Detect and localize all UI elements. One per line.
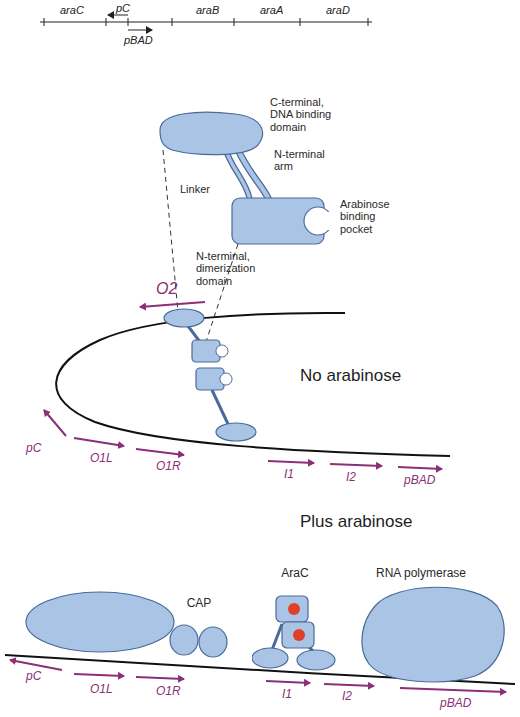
site-arrow bbox=[268, 461, 314, 463]
site-label: I1 bbox=[284, 468, 294, 481]
annotation: Linker bbox=[180, 183, 210, 195]
site-label: pBAD bbox=[440, 697, 471, 710]
site-label: pC bbox=[26, 442, 41, 455]
linker bbox=[272, 624, 282, 650]
dna-binding-domain bbox=[252, 648, 288, 668]
promoter-arrow bbox=[108, 15, 128, 16]
site-arrow bbox=[140, 302, 205, 307]
annotation: N-terminal, dimerization domain bbox=[196, 250, 278, 287]
site-arrow bbox=[74, 674, 124, 676]
map-tick bbox=[106, 18, 107, 26]
dimerization-domain bbox=[276, 596, 308, 622]
annotation: Plus arabinose bbox=[300, 512, 412, 531]
gene-label: araA bbox=[260, 4, 283, 16]
map-tick bbox=[300, 18, 301, 26]
site-arrow bbox=[44, 410, 66, 436]
site-arrow bbox=[330, 464, 382, 466]
map-tick bbox=[234, 18, 235, 26]
linker-outline bbox=[238, 150, 268, 198]
site-arrow bbox=[136, 449, 184, 455]
site-arrow bbox=[136, 677, 184, 679]
site-label: O2 bbox=[156, 280, 177, 298]
gene-label: araD bbox=[326, 4, 350, 16]
arm bbox=[225, 148, 250, 200]
pocket-opening bbox=[321, 212, 333, 230]
map-tick bbox=[172, 18, 173, 26]
site-label: pC bbox=[26, 670, 41, 683]
protein-blob: AraC bbox=[252, 566, 338, 672]
site-label: O1R bbox=[156, 685, 181, 698]
arabinose bbox=[293, 629, 305, 641]
dimerization-domain bbox=[192, 340, 220, 362]
arm-outline bbox=[225, 148, 250, 200]
gene-label: araC bbox=[60, 4, 84, 16]
protein-name: RNA polymerase bbox=[335, 566, 507, 580]
annotation: N-terminal arm bbox=[274, 148, 336, 173]
dna-loop bbox=[56, 313, 450, 456]
site-arrow bbox=[398, 467, 442, 469]
site-label: I2 bbox=[342, 690, 352, 703]
map-tick bbox=[368, 18, 369, 26]
cap-subunit bbox=[170, 625, 198, 655]
site-arrow bbox=[324, 684, 374, 686]
cap-subunit bbox=[199, 627, 227, 657]
arabinose bbox=[288, 603, 300, 615]
promoter-arrow bbox=[128, 30, 152, 31]
site-arrow bbox=[74, 438, 124, 446]
binding-pocket bbox=[304, 207, 332, 235]
dna-binding-domain bbox=[216, 423, 256, 441]
gene-label: pC bbox=[116, 2, 130, 14]
dna-binding-domain bbox=[160, 112, 263, 154]
annotation: C-terminal, DNA binding domain bbox=[270, 96, 348, 133]
site-arrow bbox=[10, 660, 62, 670]
site-arrow bbox=[400, 688, 506, 692]
protein-name: AraC bbox=[252, 566, 338, 580]
gene-label: pBAD bbox=[124, 34, 153, 46]
site-arrow bbox=[266, 681, 310, 683]
site-label: O1L bbox=[90, 452, 113, 465]
site-label: I1 bbox=[282, 688, 292, 701]
gene-map-line bbox=[40, 21, 372, 22]
site-label: I2 bbox=[346, 471, 356, 484]
protein-blob: RNA polymerase bbox=[335, 566, 507, 686]
dimerization-domain bbox=[196, 368, 224, 390]
map-tick bbox=[44, 18, 45, 26]
node-shape bbox=[252, 566, 338, 672]
dna-binding-domain bbox=[297, 650, 335, 670]
protein-blob: CAP bbox=[168, 596, 230, 658]
binding-pocket bbox=[220, 373, 232, 385]
site-label: pBAD bbox=[404, 474, 435, 487]
gene-label: araB bbox=[196, 4, 219, 16]
polymerase-body bbox=[362, 587, 504, 682]
dimerization-domain bbox=[282, 622, 314, 648]
protein-name: CAP bbox=[168, 596, 230, 610]
site-label: O1L bbox=[90, 683, 113, 696]
site-label: O1R bbox=[156, 460, 181, 473]
linker bbox=[238, 150, 268, 198]
dna-binding-domain bbox=[164, 309, 204, 327]
polymerase-subunit bbox=[26, 592, 174, 652]
node-shape bbox=[335, 566, 507, 686]
annotation: No arabinose bbox=[300, 366, 401, 385]
map-tick bbox=[128, 18, 129, 26]
annotation: Arabinose binding pocket bbox=[340, 198, 410, 235]
binding-pocket bbox=[216, 345, 228, 357]
linker bbox=[212, 390, 228, 424]
